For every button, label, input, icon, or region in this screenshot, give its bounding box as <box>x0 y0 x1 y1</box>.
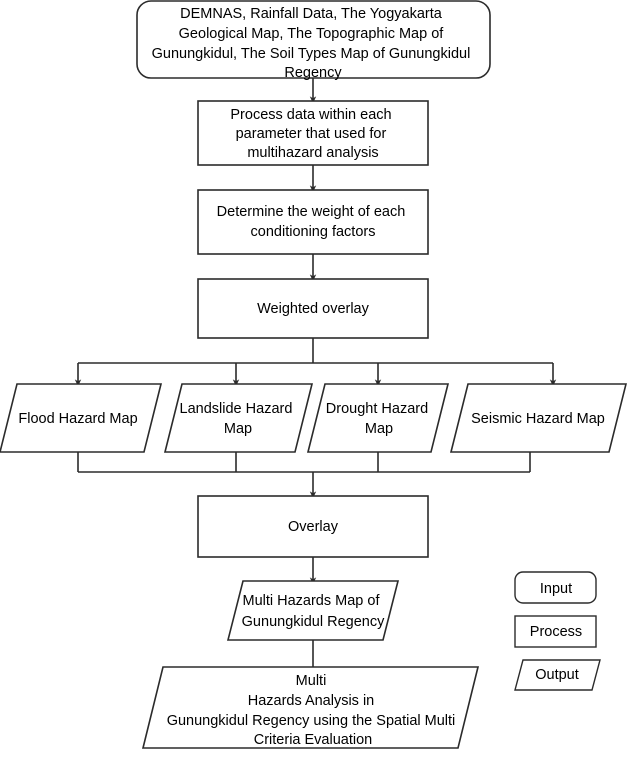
multi-hazards-map-label: Multi Hazards Map of Gunungkidul Regency <box>242 593 385 630</box>
weighted-overlay-label: Weighted overlay <box>257 301 370 317</box>
node-weighted-overlay[interactable]: Weighted overlay <box>197 278 429 339</box>
legend-output-shape <box>514 659 601 691</box>
legend-process-label: Process <box>530 624 582 640</box>
input-data-shape <box>136 0 491 79</box>
node-drought-hazard-map[interactable]: Drought Hazard Map <box>306 383 450 453</box>
node-multi-hazards-analysis[interactable]: Multi Hazards Analysis in Gunungkidul Re… <box>141 666 480 749</box>
legend-item-output: Output <box>514 659 601 691</box>
seismic-hazard-map-label: Seismic Hazard Map <box>471 411 605 427</box>
node-overlay[interactable]: Overlay <box>197 495 429 558</box>
process-data-label: Process data within each parameter that … <box>230 107 395 161</box>
node-determine-weight[interactable]: Determine the weight of each conditionin… <box>197 189 429 255</box>
multi-hazards-analysis-shape <box>141 666 480 749</box>
legend-input-label: Input <box>540 581 572 597</box>
input-data-label: DEMNAS, Rainfall Data, The Yogyakarta Ge… <box>152 6 475 81</box>
process-data-shape <box>197 100 429 166</box>
multi-hazards-analysis-label: Multi Hazards Analysis in Gunungkidul Re… <box>167 673 460 748</box>
legend: Input Process Output <box>514 571 601 691</box>
multi-hazards-map-shape <box>226 580 400 641</box>
weighted-overlay-shape <box>197 278 429 339</box>
legend-output-label: Output <box>535 667 579 683</box>
drought-hazard-map-label: Drought Hazard Map <box>326 401 432 437</box>
landslide-hazard-map-label: Landslide Hazard Map <box>180 401 297 437</box>
node-process-data[interactable]: Process data within each parameter that … <box>197 100 429 166</box>
overlay-shape <box>197 495 429 558</box>
drought-hazard-map-shape <box>306 383 450 453</box>
determine-weight-label: Determine the weight of each conditionin… <box>217 204 410 240</box>
connector-group <box>74 78 557 667</box>
determine-weight-shape <box>197 189 429 255</box>
legend-process-shape <box>514 615 597 648</box>
landslide-hazard-map-shape <box>163 383 314 453</box>
node-seismic-hazard-map[interactable]: Seismic Hazard Map <box>449 383 627 453</box>
legend-item-input: Input <box>514 571 597 604</box>
flood-hazard-map-shape <box>0 383 163 453</box>
overlay-label: Overlay <box>288 519 339 535</box>
seismic-hazard-map-shape <box>449 383 627 453</box>
legend-input-shape <box>514 571 597 604</box>
node-landslide-hazard-map[interactable]: Landslide Hazard Map <box>163 383 314 453</box>
flood-hazard-map-label: Flood Hazard Map <box>18 411 137 427</box>
legend-item-process: Process <box>514 615 597 648</box>
node-input-data[interactable]: DEMNAS, Rainfall Data, The Yogyakarta Ge… <box>136 0 491 81</box>
node-multi-hazards-map[interactable]: Multi Hazards Map of Gunungkidul Regency <box>226 580 400 641</box>
node-flood-hazard-map[interactable]: Flood Hazard Map <box>0 383 163 453</box>
